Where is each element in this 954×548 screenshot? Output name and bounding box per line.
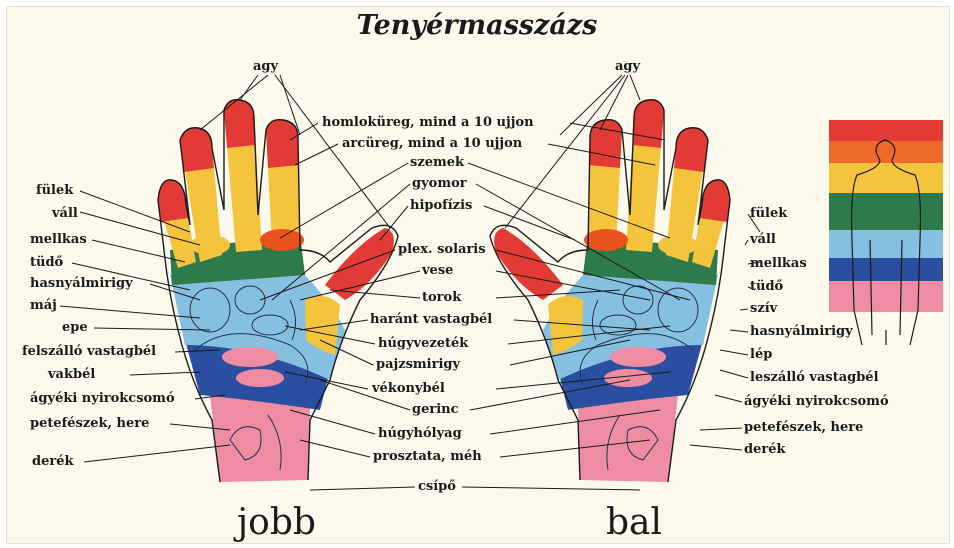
label-left-pancreas: hasnyálmirigy: [750, 325, 853, 339]
label-transverse-colon: haránt vastagbél: [370, 313, 492, 327]
label-thyroid: pajzsmirigy: [376, 358, 460, 372]
label-left-ovary-testis: petefészek, here: [744, 421, 863, 435]
label-left-descending-colon: leszálló vastagbél: [750, 371, 879, 385]
label-right-chest: mellkas: [30, 233, 87, 247]
label-left-waist: derék: [744, 443, 786, 457]
label-frontal-sinus: homloküreg, mind a 10 ujjon: [322, 116, 534, 130]
label-left-lungs: tüdő: [750, 280, 783, 294]
label-hip: csípő: [418, 480, 456, 494]
label-brain-right: agy: [253, 60, 278, 74]
label-maxillary-sinus: arcüreg, mind a 10 ujjon: [342, 137, 522, 151]
label-bladder: húgyhólyag: [378, 427, 462, 441]
label-left-spleen: lép: [750, 348, 772, 362]
label-small-intestine: vékonybél: [372, 382, 445, 396]
label-pituitary: hipofízis: [410, 199, 472, 213]
label-right-liver: máj: [30, 299, 57, 313]
label-kidney: vese: [422, 264, 453, 278]
label-right-lungs: tüdő: [30, 256, 63, 270]
label-right-appendix: vakbél: [48, 368, 95, 382]
label-right-ears: fülek: [36, 184, 73, 198]
label-prostate-uterus: prosztata, méh: [373, 450, 482, 464]
label-left-lumbar-lymph: ágyéki nyirokcsomó: [744, 395, 889, 409]
label-stomach: gyomor: [412, 177, 467, 191]
hand-name-left: bal: [606, 502, 662, 543]
label-left-chest: mellkas: [750, 257, 807, 271]
label-left-heart: szív: [750, 302, 777, 316]
label-spine: gerinc: [412, 403, 459, 417]
label-brain-left: agy: [615, 60, 640, 74]
color-zone-legend: [829, 120, 943, 345]
label-right-pancreas: hasnyálmirigy: [30, 277, 133, 291]
hand-name-right: jobb: [237, 502, 316, 543]
label-right-ovary-testis: petefészek, here: [30, 417, 149, 431]
label-right-waist: derék: [32, 455, 74, 469]
label-solar-plexus: plex. solaris: [398, 243, 486, 257]
label-throat: torok: [422, 291, 461, 305]
label-ureter: húgyvezeték: [378, 337, 468, 351]
label-eyes: szemek: [410, 156, 464, 170]
label-right-shoulder: váll: [52, 207, 78, 221]
label-right-ascending-colon: felszálló vastagbél: [22, 345, 156, 359]
label-right-gallbladder: epe: [62, 321, 88, 335]
label-left-shoulder: váll: [750, 233, 776, 247]
right-hand-drawing: [158, 100, 398, 482]
label-right-lumbar-lymph: ágyéki nyirokcsomó: [30, 392, 175, 406]
label-left-ears: fülek: [750, 207, 787, 221]
